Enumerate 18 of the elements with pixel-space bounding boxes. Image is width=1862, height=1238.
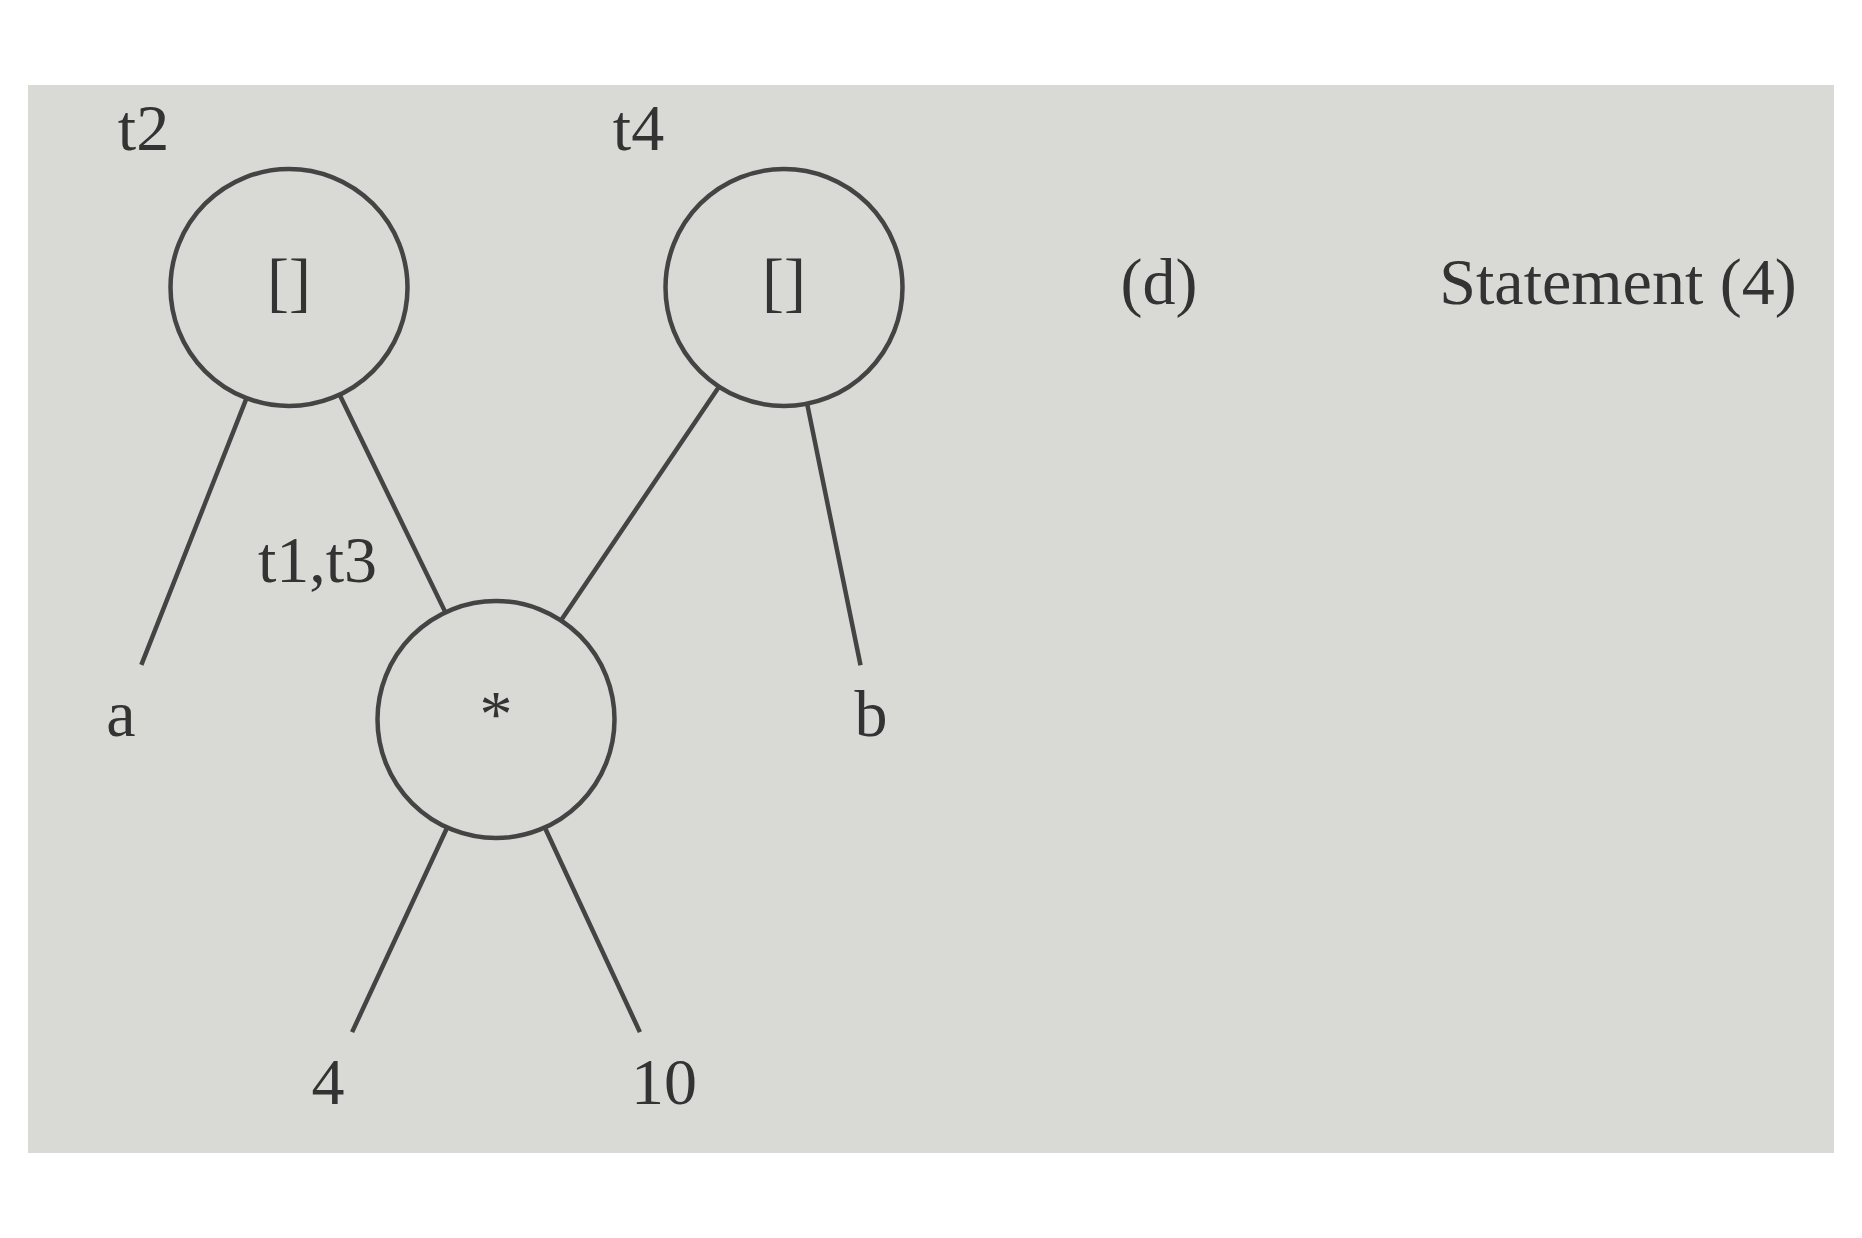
node-circle: [] [168, 166, 410, 409]
node-label: t1,t3 [257, 522, 378, 596]
node-text: a [106, 677, 136, 751]
connector [350, 827, 449, 1034]
connector [139, 398, 249, 666]
connector [805, 404, 863, 666]
node-label: t4 [612, 90, 665, 164]
node-text: b [854, 677, 888, 751]
connector [559, 385, 721, 622]
label: (d) [1120, 245, 1198, 319]
node-text: 10 [631, 1044, 697, 1118]
node-circle: * [375, 598, 617, 841]
connector [543, 827, 642, 1034]
connector [337, 393, 448, 613]
node-circle: [] [663, 166, 905, 409]
label: Statement (4) [1439, 245, 1797, 319]
node-text: 4 [311, 1044, 345, 1118]
node-label: t2 [117, 90, 170, 164]
